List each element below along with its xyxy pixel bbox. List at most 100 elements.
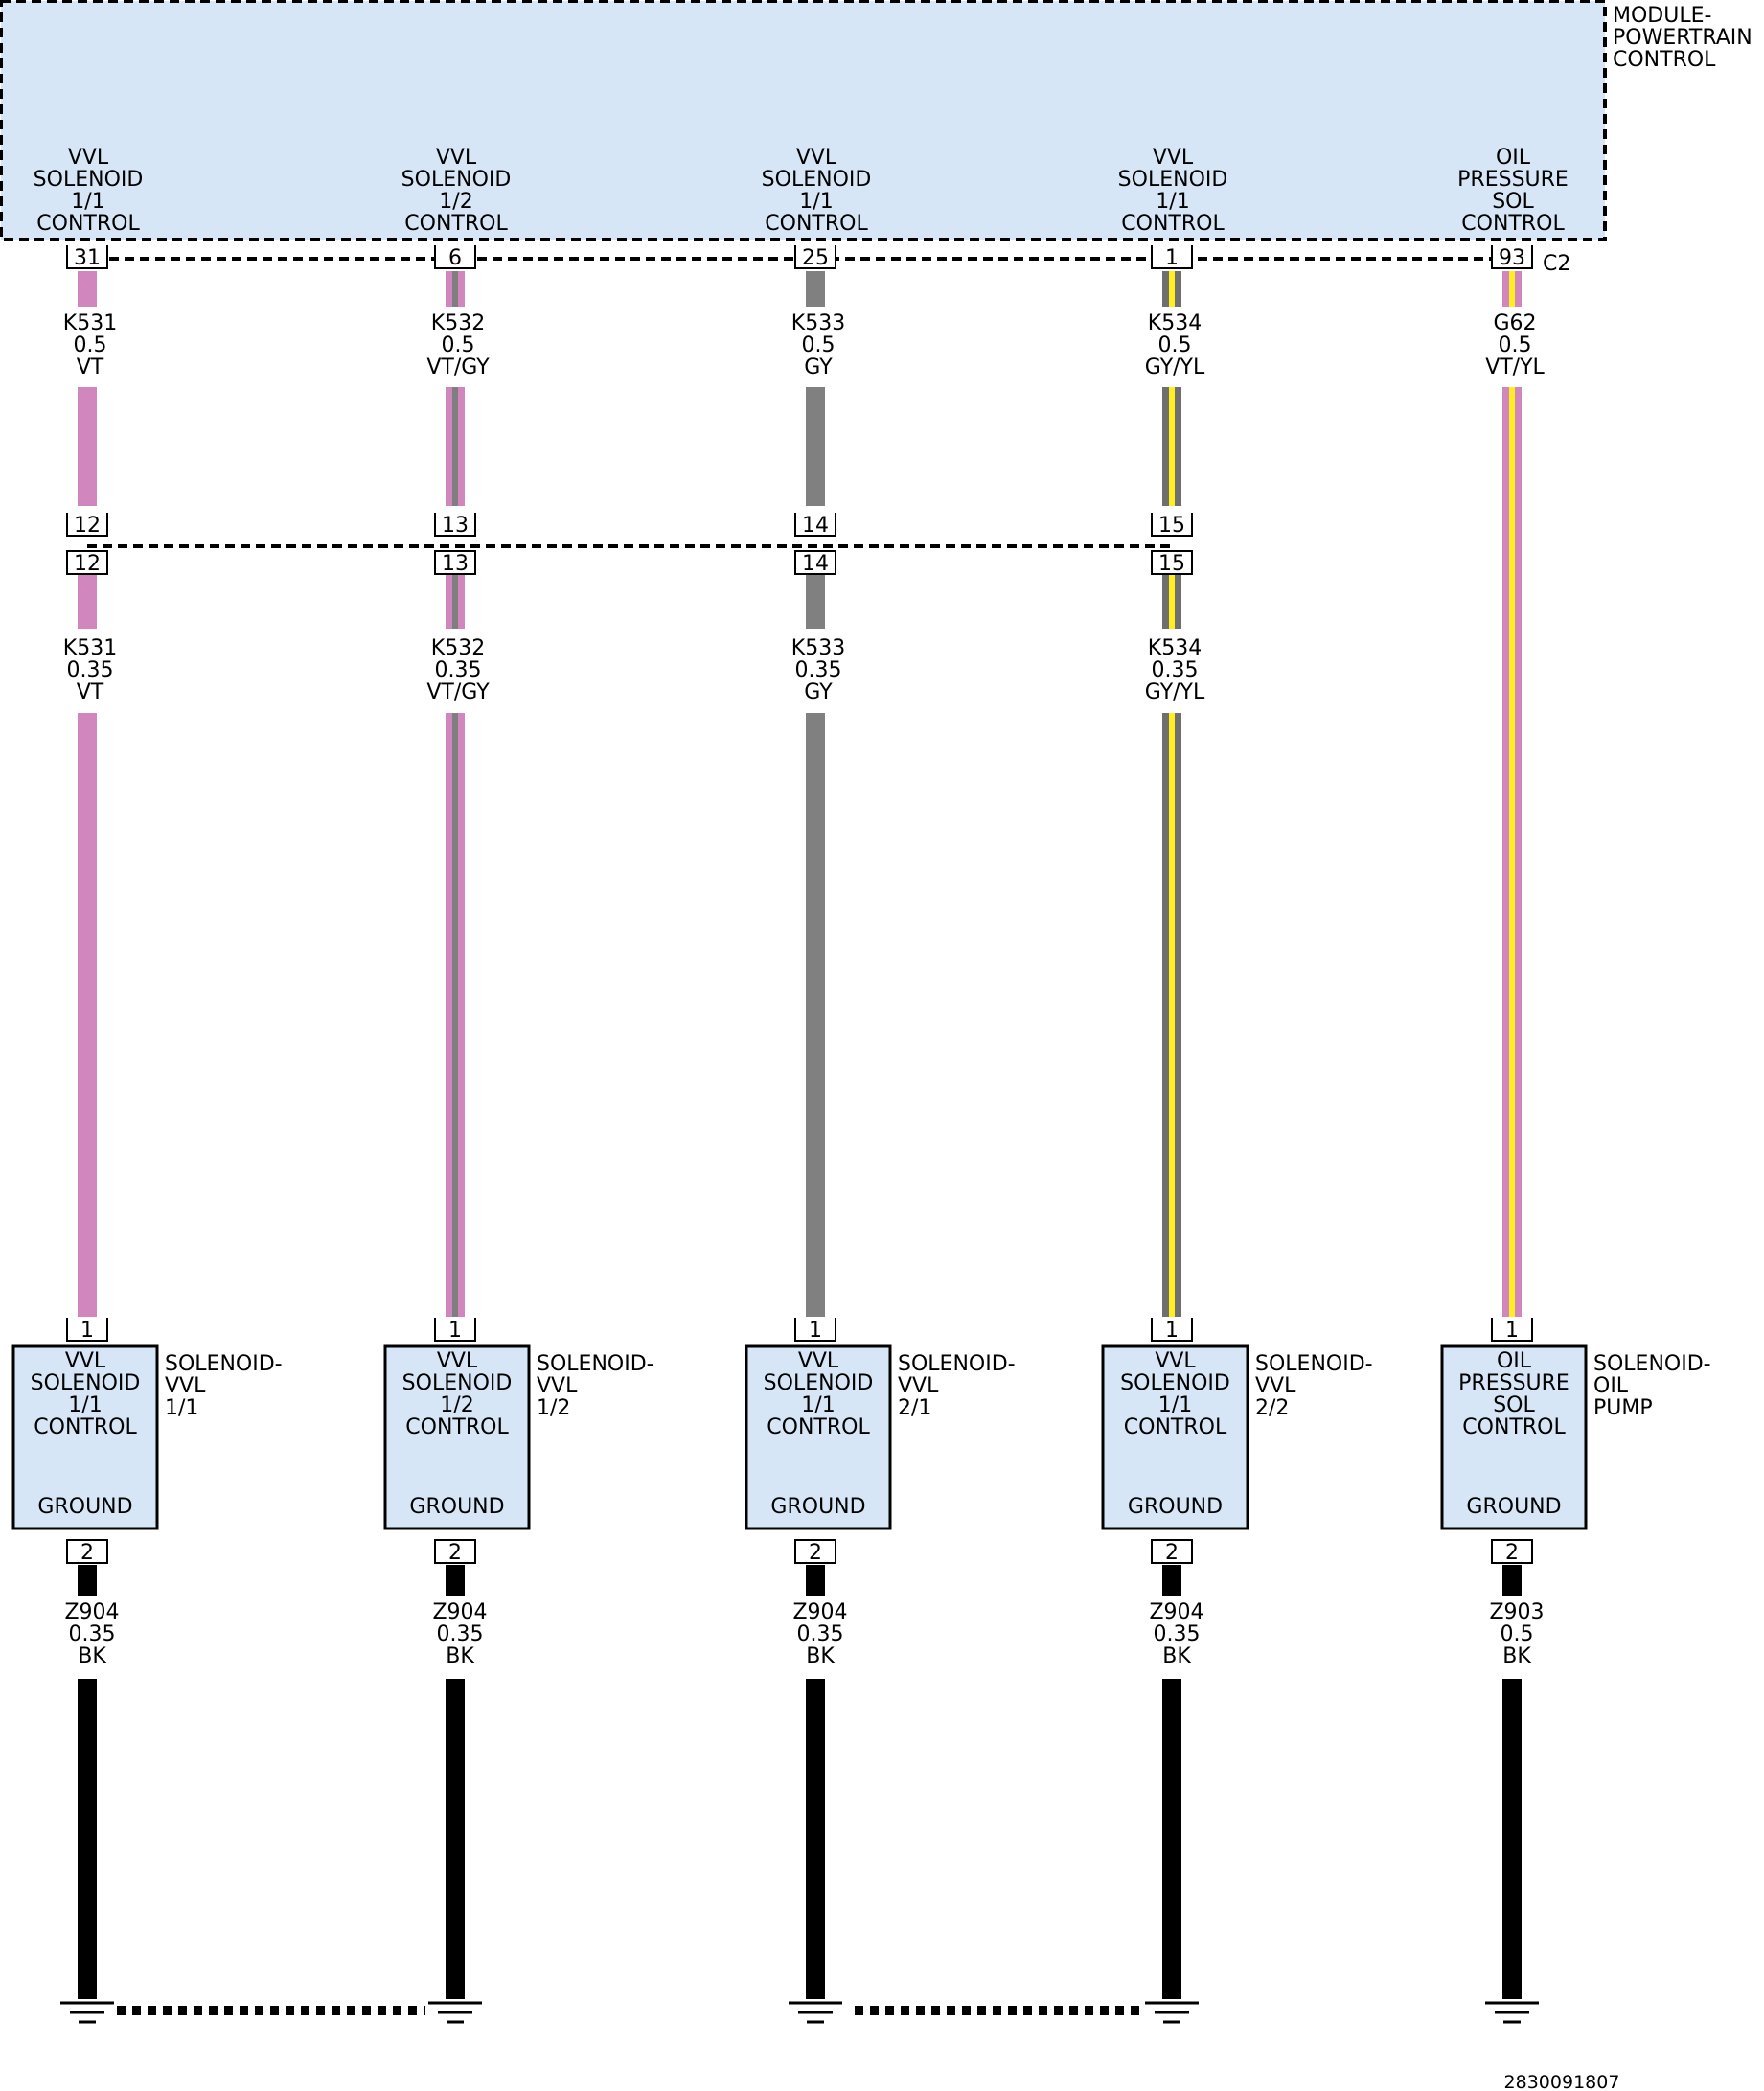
wire-full-stripe <box>1515 387 1522 1317</box>
pin-number: 31 <box>74 246 101 270</box>
pin-number: 2 <box>809 1541 822 1565</box>
wire-upper-top <box>78 271 97 307</box>
wire-upper-top <box>806 271 825 307</box>
pin-number: 25 <box>802 246 829 270</box>
module-pin-label: CONTROL <box>1121 212 1225 236</box>
pin-number: 14 <box>802 514 829 538</box>
component-name: SOLENOID- <box>165 1352 283 1376</box>
wire-upper-mid-stripe <box>458 387 465 506</box>
figure-id: 2830091807 <box>1504 2072 1620 2091</box>
inline-pin-12 <box>66 513 108 537</box>
wire-upper-top-stripe <box>1515 271 1522 307</box>
pin-number: 2 <box>80 1541 94 1565</box>
component-name: VVL <box>1255 1374 1296 1398</box>
ground-wire <box>78 1679 97 1999</box>
wire-lower-top-stripe <box>452 575 458 629</box>
component-name: 2/1 <box>898 1396 931 1420</box>
wire-color: VT <box>77 680 104 704</box>
module-name-line: CONTROL <box>1613 48 1716 72</box>
component-pin-label: SOL <box>1493 1393 1535 1417</box>
component-box <box>11 1344 159 1530</box>
wire-color: BK <box>446 1644 474 1668</box>
ground-wire <box>1502 1679 1522 1999</box>
component-pin-label: VVL <box>798 1349 839 1373</box>
component-pin-label: SOLENOID <box>402 1371 513 1395</box>
component-ground-label: GROUND <box>37 1495 132 1519</box>
pin-frame <box>1151 1318 1193 1342</box>
component-pin-label: VVL <box>1155 1349 1196 1373</box>
module-name-line: MODULE- <box>1613 4 1711 28</box>
ground-wire-top <box>1162 1565 1181 1596</box>
component-ground-label: GROUND <box>770 1495 865 1519</box>
pin-number: 1 <box>80 1319 94 1343</box>
ground-wire-top <box>446 1565 465 1596</box>
wire-size: 0.5 <box>1499 333 1532 357</box>
module-layer <box>0 0 1607 548</box>
component-name: SOLENOID- <box>537 1352 654 1376</box>
component-pin-top <box>794 1318 836 1342</box>
component-box <box>745 1344 892 1530</box>
component-pin-label: 1/1 <box>1158 1393 1192 1417</box>
wire-lower <box>78 713 97 1317</box>
ground-wire <box>1162 1679 1181 1999</box>
pin-frame <box>434 245 476 269</box>
module-pin-label: PRESSURE <box>1457 168 1569 192</box>
pin-number: 2 <box>448 1541 462 1565</box>
component-pin-label: VVL <box>437 1349 478 1373</box>
module-pin-31 <box>66 245 108 269</box>
wire-circuit: K533 <box>791 636 845 660</box>
component-pin-label: PRESSURE <box>1458 1371 1569 1395</box>
component-name: SOLENOID- <box>898 1352 1016 1376</box>
module-pin-93 <box>1491 245 1533 269</box>
wire-color: BK <box>1502 1644 1531 1668</box>
wire-lower-top-stripe <box>1169 575 1175 629</box>
pin-number: 15 <box>1158 514 1185 538</box>
wire-color: BK <box>78 1644 106 1668</box>
pin-number: 14 <box>802 552 829 576</box>
inline-pin-13 <box>434 513 476 537</box>
module-pin-label: CONTROL <box>404 212 508 236</box>
module-pin-label: 1/1 <box>799 190 833 214</box>
wire-size: 0.5 <box>802 333 836 357</box>
component-pin-bottom <box>434 1539 476 1564</box>
wire-full-stripe <box>1502 387 1509 1317</box>
component-ground-label: GROUND <box>409 1495 504 1519</box>
wire-lower-stripe <box>1162 713 1169 1317</box>
component-name: SOLENOID- <box>1593 1352 1711 1376</box>
pin-frame <box>66 245 108 269</box>
pin-number: 1 <box>809 1319 822 1343</box>
wire-upper-mid-stripe <box>452 387 458 506</box>
wire-size: 0.35 <box>67 658 114 682</box>
component-ground-label: GROUND <box>1466 1495 1561 1519</box>
wire-color: VT <box>77 356 104 379</box>
component-pin-bottom <box>1151 1539 1193 1564</box>
pin-frame <box>1491 1318 1533 1342</box>
pin-frame <box>1151 513 1193 537</box>
inline-pin-15 <box>1151 513 1193 537</box>
component-pin-label: SOLENOID <box>1120 1371 1230 1395</box>
component-name: PUMP <box>1593 1396 1653 1420</box>
pin-frame <box>794 1318 836 1342</box>
component-name: SOLENOID- <box>1255 1352 1373 1376</box>
module-pin-label: OIL <box>1496 146 1531 170</box>
module-pin-label: SOLENOID <box>1118 168 1228 192</box>
pin-number: 2 <box>1505 1541 1519 1565</box>
component-pin-label: 1/1 <box>801 1393 835 1417</box>
wire-size: 0.35 <box>1154 1622 1201 1646</box>
wire-color: GY <box>804 680 833 704</box>
wire-circuit: Z904 <box>64 1600 119 1624</box>
component-pin-label: CONTROL <box>1462 1415 1566 1439</box>
ground-wire-top <box>1502 1565 1522 1596</box>
module-name-line: POWERTRAIN <box>1613 26 1753 50</box>
wire-color: BK <box>1162 1644 1191 1668</box>
wire-circuit: K531 <box>63 311 117 335</box>
wire-circuit: Z904 <box>432 1600 487 1624</box>
component-pin-label: SOLENOID <box>764 1371 874 1395</box>
module-pin-label: 1/1 <box>1156 190 1189 214</box>
inline-pin-mate-12 <box>66 550 108 575</box>
wire-upper-mid-stripe <box>1162 387 1169 506</box>
component-pin-top <box>66 1318 108 1342</box>
pin-number: 1 <box>1165 1319 1179 1343</box>
component-name: 2/2 <box>1255 1396 1289 1420</box>
